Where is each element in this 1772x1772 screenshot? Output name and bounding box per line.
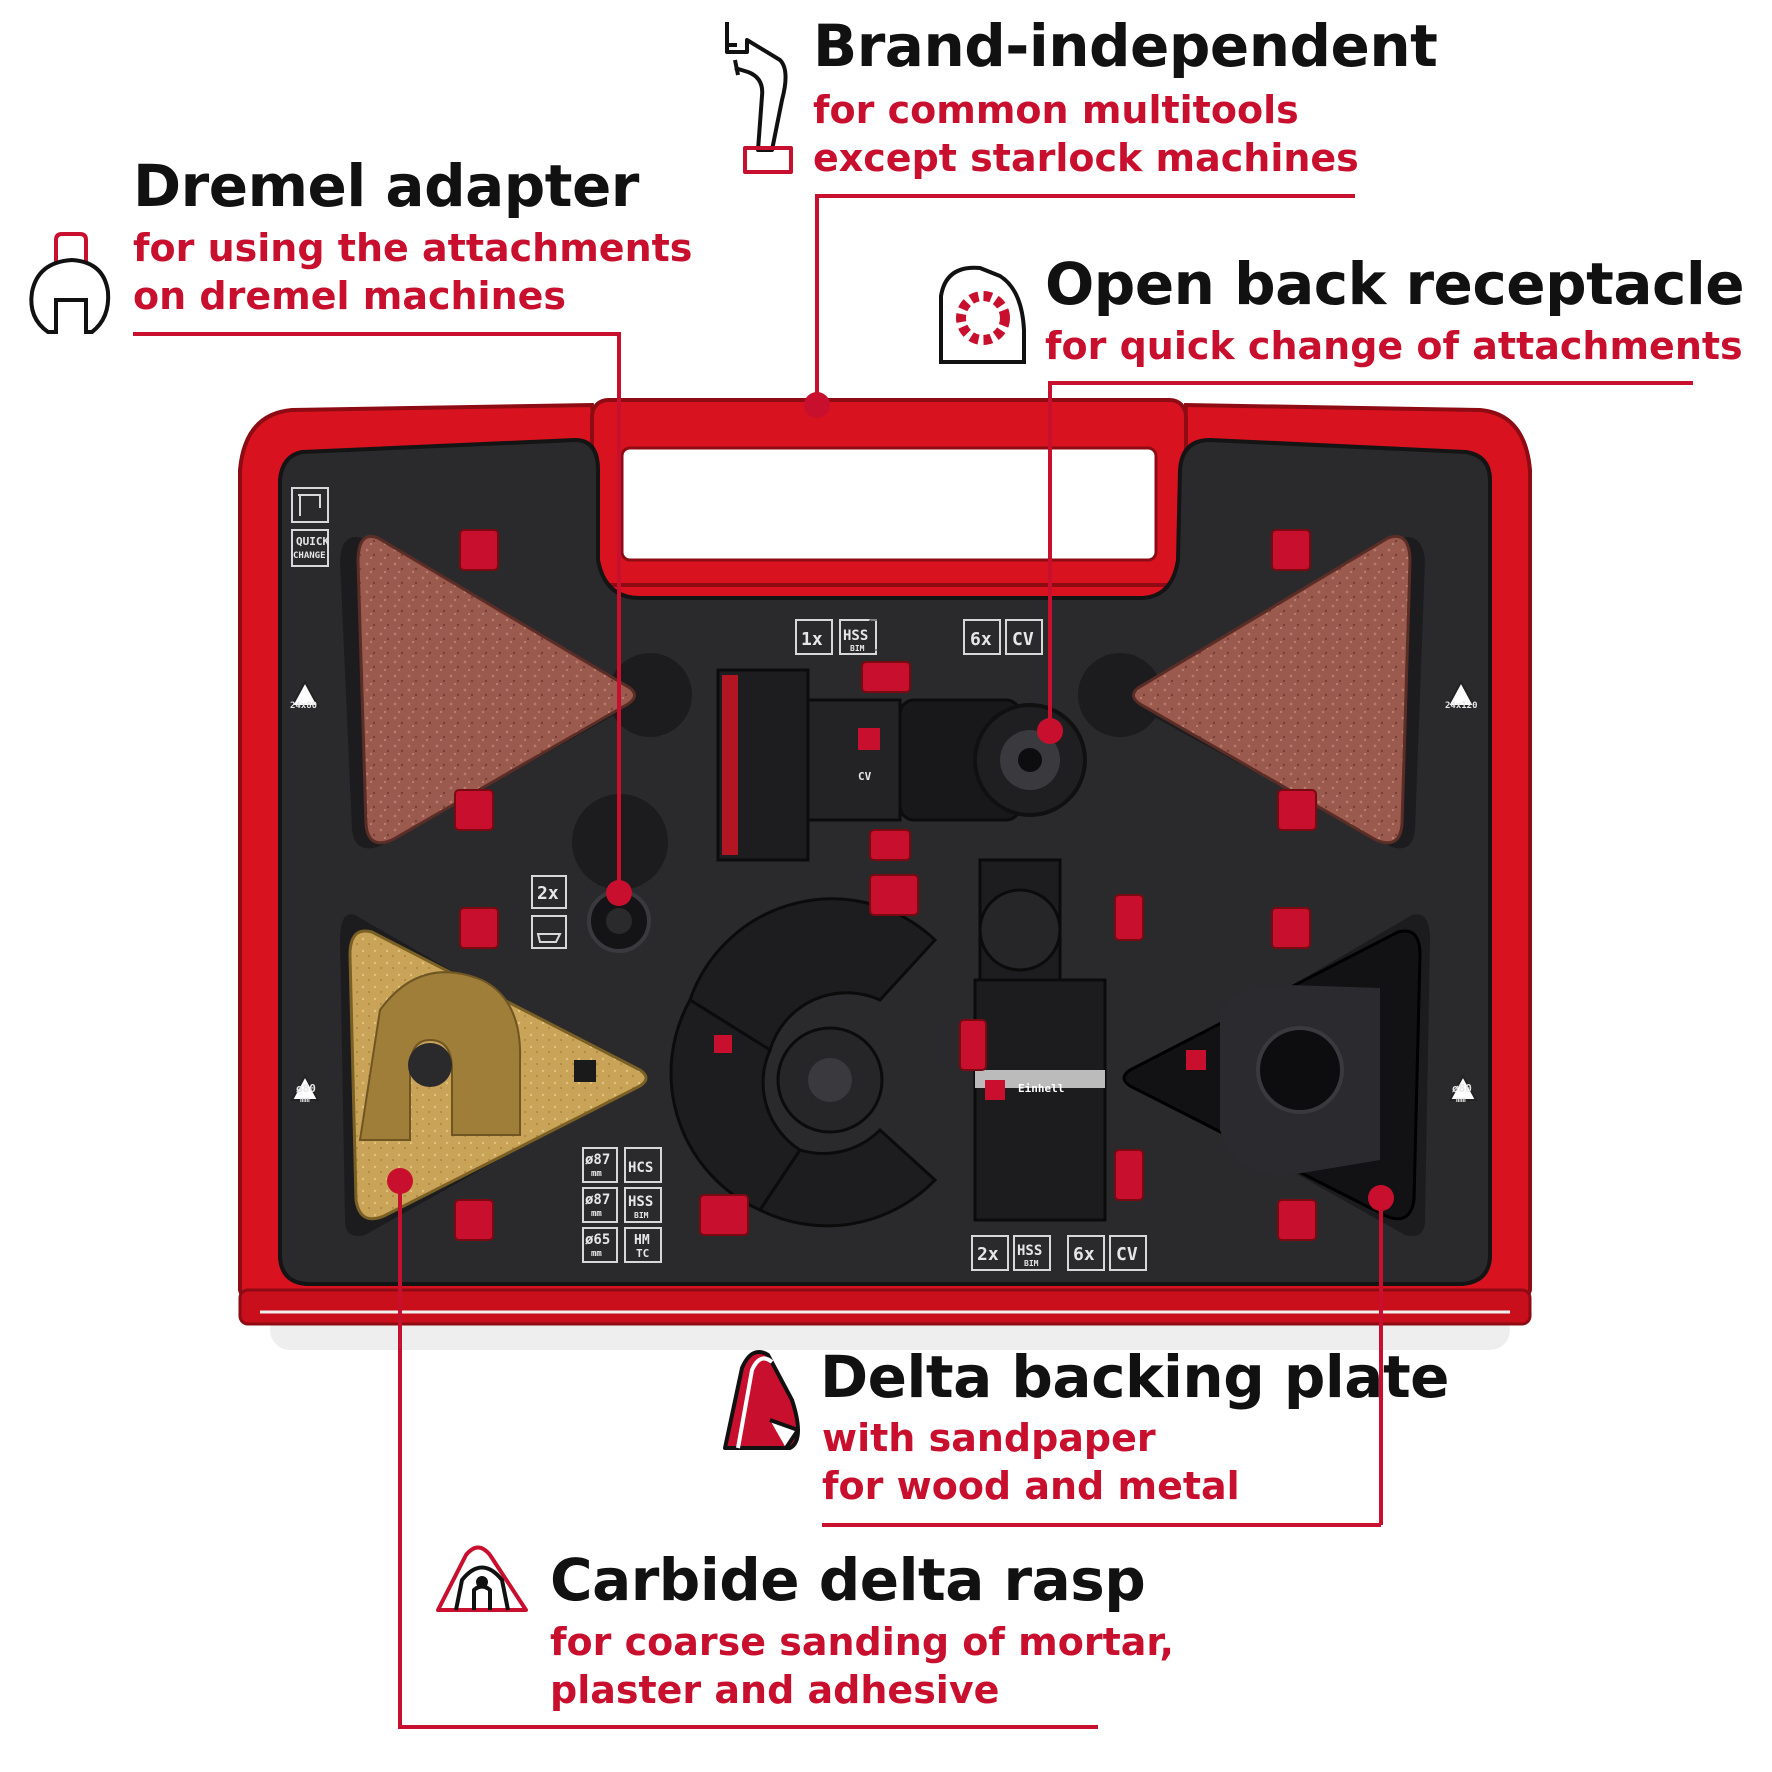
open-back-title: Open back receptacle (1045, 250, 1745, 318)
rasp-line-1: for coarse sanding of mortar, (550, 1620, 1174, 1664)
brand-line-1: for common multitools (813, 88, 1299, 132)
label-mat-hss-bottom: HSS (1017, 1243, 1042, 1259)
blade-size-3: ø65 (585, 1232, 610, 1248)
dremel-line-1: for using the attachments (133, 226, 693, 270)
segment-saw-blade[interactable] (688, 897, 938, 1053)
label-qty-2x-bottom: 2x (977, 1244, 999, 1265)
label-quick: QUICK (296, 535, 329, 548)
blade-size-2: ø87 (585, 1192, 610, 1208)
label-change: CHANGE (293, 551, 326, 561)
dremel-adapter-title: Dremel adapter (133, 152, 639, 220)
blade-mat-sub-3: TC (636, 1247, 649, 1260)
label-sand-left: 24x80 (290, 701, 317, 711)
blade-mat-2: HSS (628, 1194, 653, 1210)
multitool-icon (725, 22, 793, 174)
tray-labels: QUICK CHANGE 24x80 24x120 ø80 mm ø80 mm … (290, 535, 1478, 1268)
brand-line-2: except starlock machines (813, 136, 1359, 180)
delta-sanding-pad-icon (723, 1350, 800, 1450)
carbide-rasp-icon (436, 1545, 528, 1612)
label-qty-6x-bottom: 6x (1073, 1244, 1095, 1265)
leader-dots (387, 392, 1394, 1211)
label-pad-right-unit: mm (1456, 1095, 1466, 1104)
rasp-line-2: plaster and adhesive (550, 1668, 1000, 1712)
blade-mat-1: HCS (628, 1160, 653, 1176)
delta-line-1: with sandpaper (822, 1416, 1156, 1460)
blade-unit-2: mm (591, 1209, 602, 1219)
label-mat-cv-bottom: CV (1116, 1244, 1138, 1265)
leader-lines (133, 194, 1693, 1729)
open-back-line-1: for quick change of attachments (1045, 324, 1743, 368)
dremel-adapter-subtitle: for using the attachments on dremel mach… (133, 224, 692, 320)
label-mat-cv-top: CV (1012, 629, 1034, 650)
rasp-subtitle: for coarse sanding of mortar, plaster an… (550, 1618, 1174, 1714)
label-pad-right: ø80 (1452, 1082, 1472, 1095)
blade-unit-1: mm (591, 1169, 602, 1179)
label-pad-left-unit: mm (300, 1095, 310, 1104)
mini-adapter-icon (536, 933, 562, 943)
dremel-line-2: on dremel machines (133, 274, 567, 318)
delta-line-2: for wood and metal (822, 1464, 1240, 1508)
sandpaper-stack-left[interactable] (356, 535, 636, 845)
blade-mat-sub-2: BIM (634, 1211, 649, 1220)
retaining-clips (454, 529, 1317, 1241)
sandpaper-stack-right[interactable] (1132, 535, 1412, 845)
mini-tool-icon (298, 494, 321, 516)
handle-opening (620, 446, 1158, 562)
delta-plate-title: Delta backing plate (820, 1343, 1450, 1411)
blade-size-1: ø87 (585, 1152, 610, 1168)
adapter-ring-icon (29, 232, 111, 334)
label-mat-bim-top: BIM (850, 644, 865, 653)
label-sand-right: 24x120 (1445, 701, 1478, 711)
label-mat-bim-bottom: BIM (1024, 1259, 1039, 1268)
label-qty-6x-top: 6x (970, 629, 992, 650)
case-lip (238, 1288, 1532, 1326)
open-back-receptacle-icon (939, 265, 1026, 364)
brand-independent-subtitle: for common multitools except starlock ma… (813, 86, 1359, 182)
brand-mark-centre: Einhell (1018, 1082, 1064, 1095)
label-pad-left: ø80 (296, 1082, 316, 1095)
blade-unit-3: mm (591, 1249, 602, 1259)
rasp-title: Carbide delta rasp (550, 1546, 1146, 1614)
blade-mat-3: HM (634, 1233, 650, 1248)
blade-cv-mark: CV (858, 770, 872, 783)
label-qty-2x-adapter: 2x (537, 883, 559, 904)
delta-plate-subtitle: with sandpaper for wood and metal (822, 1414, 1240, 1510)
label-mat-hss-top: HSS (843, 628, 868, 644)
brand-independent-title: Brand-independent (813, 12, 1438, 80)
label-qty-1x: 1x (801, 629, 823, 650)
open-back-subtitle: for quick change of attachments (1045, 322, 1743, 370)
